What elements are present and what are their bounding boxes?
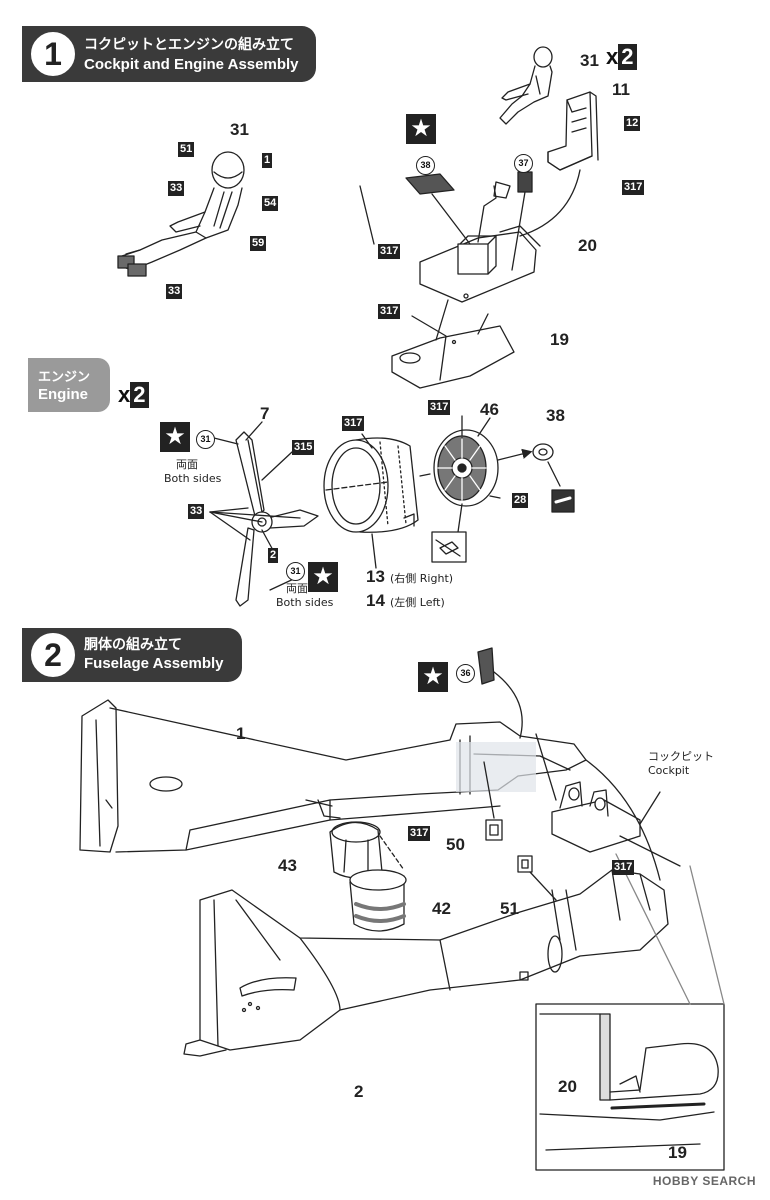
gloves-color-code: 33 xyxy=(168,181,185,196)
prop-decal-number: 31 xyxy=(196,430,215,449)
pilot-multiplier-x: x xyxy=(606,44,619,69)
detail-part-20-number: 20 xyxy=(558,1077,577,1096)
hub-color-code: 33 xyxy=(188,504,205,519)
part-43-number: 43 xyxy=(278,856,297,875)
propeller-drawing xyxy=(235,431,319,607)
prop-both-sides-en-2: Both sides xyxy=(276,596,334,609)
step2-title-en: Fuselage Assembly xyxy=(84,655,224,672)
part-51-number: 51 xyxy=(500,899,519,918)
engine-multiplier-x: x xyxy=(118,382,131,407)
engine-multiplier-count: 2 xyxy=(130,382,149,408)
floor-part-number: 20 xyxy=(578,236,597,255)
straps-color-code: 54 xyxy=(262,196,279,211)
boots-color-code: 33 xyxy=(166,284,183,299)
face-color-code: 1 xyxy=(262,153,273,168)
step1-title-en: Cockpit and Engine Assembly xyxy=(84,56,299,73)
detail-inset-frame xyxy=(535,853,725,1171)
engine-tag-en: Engine xyxy=(38,386,89,403)
small-pilot-drawing xyxy=(499,46,553,125)
fuselage-interior-color-code-2: 317 xyxy=(612,860,635,875)
helmet-color-code: 51 xyxy=(178,142,195,157)
watermark: HOBBY SEARCH xyxy=(652,1174,756,1188)
suit-color-code: 59 xyxy=(250,236,267,251)
prop-decal-number-2: 31 xyxy=(286,562,305,581)
cockpit-label-jp: コックピット xyxy=(648,750,714,763)
cowl-left-part-number: 14 xyxy=(366,591,385,610)
seat-drawing xyxy=(547,91,599,171)
fuselage-half-2-drawing xyxy=(183,869,669,1057)
cowl-right-label: (右側 Right) xyxy=(390,572,454,585)
cockpit-label-en: Cockpit xyxy=(648,764,690,777)
engine-color-code: 317 xyxy=(428,400,451,415)
pilot-part-number: 31 xyxy=(230,120,249,139)
prop-both-sides-en: Both sides xyxy=(164,472,222,485)
cowl-color-code: 317 xyxy=(342,416,365,431)
pilot-multiplier-count: 2 xyxy=(618,44,637,70)
intake-42-drawing xyxy=(349,869,407,932)
cockpit-tub-drawing xyxy=(391,325,515,389)
prop-both-sides-jp: 両面 xyxy=(176,458,198,471)
part-50-number: 50 xyxy=(446,835,465,854)
step1-title-jp: コクピットとエンジンの組み立て xyxy=(84,37,294,53)
decal-37-number: 37 xyxy=(514,154,533,173)
cowl-left-label: (左側 Left) xyxy=(390,596,445,609)
engine-tag-jp: エンジン xyxy=(38,370,91,385)
seat-part-number: 11 xyxy=(612,80,630,99)
exhaust-ring-drawing xyxy=(532,443,554,461)
tub-part-number: 19 xyxy=(550,330,569,349)
prop-both-sides-jp-2: 両面 xyxy=(286,582,308,595)
seat-body-color-code: 317 xyxy=(622,180,645,195)
intake-43-drawing xyxy=(329,821,383,879)
decal-36-number: 36 xyxy=(456,664,475,683)
exhaust-part-number: 38 xyxy=(546,406,565,425)
fuselage-left-half-number: 1 xyxy=(236,724,246,743)
fuselage-half-1-drawing xyxy=(79,699,587,853)
engine-tag: エンジン Engine xyxy=(28,358,110,412)
paint-note-box xyxy=(431,531,467,563)
cowling-drawing xyxy=(323,437,419,533)
tub-color-code: 317 xyxy=(378,304,401,319)
engine-body-color-code: 28 xyxy=(512,493,529,508)
cowl-right-part-number: 13 xyxy=(366,567,385,586)
blade-color-code: 315 xyxy=(292,440,315,455)
seat-color-code: 12 xyxy=(624,116,641,131)
small-pilot-part-number: 31 xyxy=(580,51,599,70)
radial-engine-drawing xyxy=(433,429,499,507)
prop-part-number: 7 xyxy=(260,404,270,423)
decal-38-number: 38 xyxy=(416,156,435,175)
decal-38-drawing xyxy=(405,173,455,195)
part-51-drawing xyxy=(517,855,533,873)
fuselage-interior-color-code: 317 xyxy=(408,826,431,841)
pilot-figure-drawing xyxy=(117,151,245,277)
prop-star-icon: ★ xyxy=(160,422,190,452)
part-42-number: 42 xyxy=(432,899,451,918)
detail-part-19-number: 19 xyxy=(668,1143,687,1162)
fuselage-right-half-number: 2 xyxy=(354,1082,364,1101)
step2-header: 2 胴体の組み立て Fuselage Assembly xyxy=(22,628,242,682)
step2-title-jp: 胴体の組み立て xyxy=(84,637,182,653)
engine-part-number: 46 xyxy=(480,400,499,419)
cockpit-star-icon: ★ xyxy=(406,114,436,144)
step1-number: 1 xyxy=(28,29,78,79)
step1-header: 1 コクピットとエンジンの組み立て Cockpit and Engine Ass… xyxy=(22,26,316,82)
fuselage-star-icon: ★ xyxy=(418,662,448,692)
floor-color-code: 317 xyxy=(378,244,401,259)
paint-detail-icon xyxy=(551,489,575,513)
cockpit-floor-drawing xyxy=(419,225,541,303)
cockpit-subassembly-drawing xyxy=(551,781,641,853)
spinner-color-code: 2 xyxy=(268,548,279,563)
prop-star-icon-2: ★ xyxy=(308,562,338,592)
step2-number: 2 xyxy=(28,630,78,680)
decal-37-drawing xyxy=(517,171,533,193)
decal-36-drawing xyxy=(477,647,495,685)
